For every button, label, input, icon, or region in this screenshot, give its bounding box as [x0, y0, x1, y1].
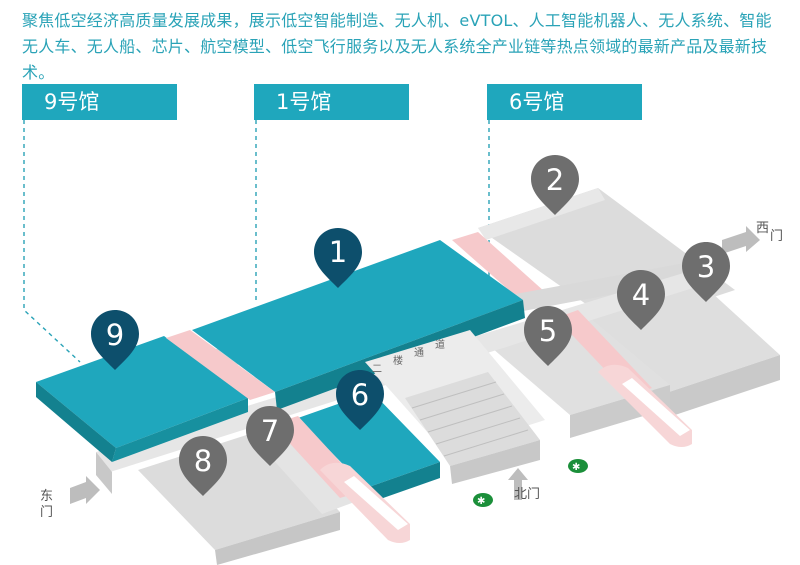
svg-text:8: 8	[194, 444, 212, 478]
pin-5[interactable]: 5	[524, 306, 572, 366]
pin-7[interactable]: 7	[246, 406, 294, 466]
svg-text:通: 通	[414, 347, 424, 359]
svg-text:9: 9	[106, 318, 124, 352]
east-gate-label-1: 东	[40, 489, 53, 504]
pink-connector-left	[166, 330, 275, 400]
west-gate-label-2: 门	[770, 229, 783, 244]
pin-2[interactable]: 2	[531, 155, 579, 215]
svg-text:7: 7	[261, 414, 279, 448]
svg-text:2: 2	[546, 163, 564, 197]
pin-1[interactable]: 1	[314, 228, 362, 288]
hall-9-block	[36, 336, 248, 462]
svg-text:二: 二	[372, 364, 382, 375]
north-gate-arrow	[508, 468, 528, 500]
entrance-marker-1: ✱	[473, 493, 493, 507]
svg-text:✱: ✱	[572, 462, 580, 473]
east-gate-arrow	[70, 476, 100, 504]
bridge-right	[598, 364, 692, 447]
entrance-marker-2: ✱	[568, 459, 588, 473]
stairs	[365, 330, 545, 484]
pin-9[interactable]: 9	[91, 310, 139, 370]
svg-text:5: 5	[539, 314, 557, 348]
svg-text:6: 6	[351, 378, 369, 412]
pin-8[interactable]: 8	[179, 436, 227, 496]
svg-text:道: 道	[435, 338, 445, 351]
pink-connector-right	[452, 232, 545, 300]
svg-text:1: 1	[329, 235, 347, 269]
hall-label-9: 9号馆	[22, 84, 177, 120]
leader-lines	[23, 120, 490, 363]
svg-text:✱: ✱	[477, 496, 485, 507]
leader-line-9	[23, 120, 81, 363]
hall-label-1: 1号馆	[254, 84, 409, 120]
east-gate-label-2: 门	[40, 505, 53, 520]
pin-3[interactable]: 3	[682, 242, 730, 302]
intro-text: 聚焦低空经济高质量发展成果，展示低空智能制造、无人机、eVTOL、人工智能机器人…	[22, 11, 772, 82]
west-gate-arrow	[722, 226, 760, 254]
pin-4[interactable]: 4	[617, 270, 665, 330]
bridge-left	[320, 462, 410, 543]
pin-6[interactable]: 6	[336, 370, 384, 430]
svg-text:楼: 楼	[393, 354, 403, 367]
west-gate-label-1: 西	[756, 221, 769, 236]
hall-6-block	[298, 392, 440, 504]
north-gate-label: 北门	[514, 487, 540, 502]
svg-text:3: 3	[697, 250, 715, 284]
hall-label-6: 6号馆	[487, 84, 642, 120]
corridor-label: 二 楼 通 道	[372, 338, 445, 375]
svg-text:4: 4	[632, 278, 650, 312]
